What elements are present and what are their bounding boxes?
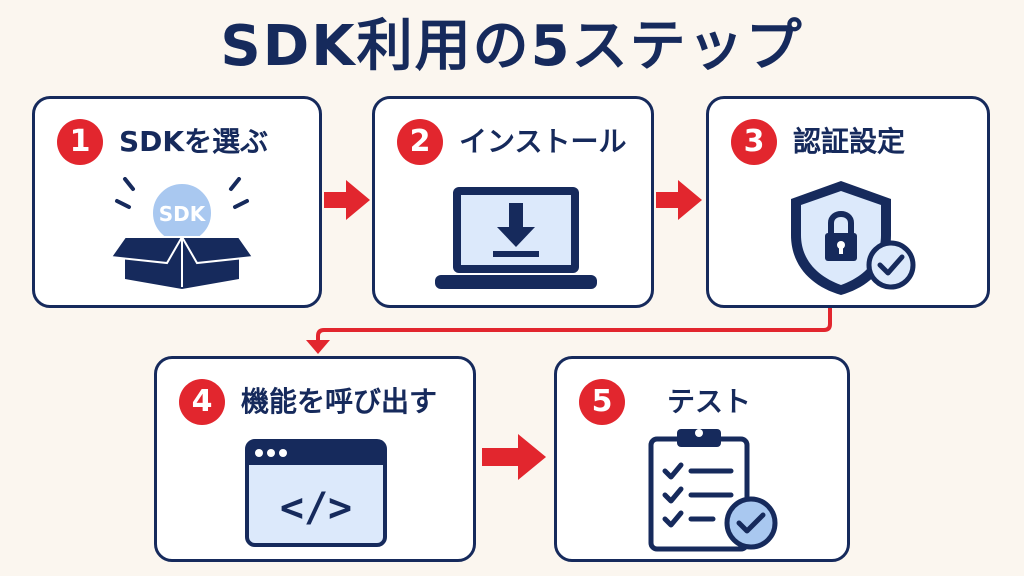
- checklist-clipboard-icon: [648, 429, 778, 552]
- step-3-number-badge: 3: [731, 119, 777, 165]
- arrow-step2-to-step3: [656, 180, 702, 220]
- step-1-card: 1 SDKを選ぶ SDK: [32, 96, 322, 308]
- step-4-label: 機能を呼び出す: [241, 385, 438, 418]
- shield-lock-icon: [791, 181, 916, 295]
- laptop-download-icon: [435, 187, 597, 289]
- step-3-card: 3 認証設定: [706, 96, 990, 308]
- step-5-number-badge: 5: [579, 379, 625, 425]
- step-1-number-badge: 1: [57, 119, 103, 165]
- step-2-number-badge: 2: [397, 119, 443, 165]
- sdk-box-icon: SDK: [109, 177, 255, 289]
- step-3-label: 認証設定: [793, 125, 906, 158]
- step-4-card: 4 機能を呼び出す </>: [154, 356, 476, 562]
- page-title: SDK利用の5ステップ: [220, 14, 804, 79]
- step-2-label: インストール: [459, 125, 627, 158]
- step-4-number-badge: 4: [179, 379, 225, 425]
- arrow-step4-to-step5: [482, 434, 546, 480]
- step-1-label: SDKを選ぶ: [119, 125, 269, 158]
- arrow-step1-to-step2: [324, 180, 370, 220]
- sdk-icon-text: SDK: [159, 202, 207, 226]
- step-5-card: 5 テスト: [554, 356, 850, 562]
- step-2-card: 2 インストール: [372, 96, 654, 308]
- code-window-icon: </>: [245, 439, 387, 547]
- step-5-label: テスト: [667, 385, 752, 418]
- arrow-step3-to-step4: [306, 308, 832, 354]
- code-icon-text: </>: [280, 485, 352, 531]
